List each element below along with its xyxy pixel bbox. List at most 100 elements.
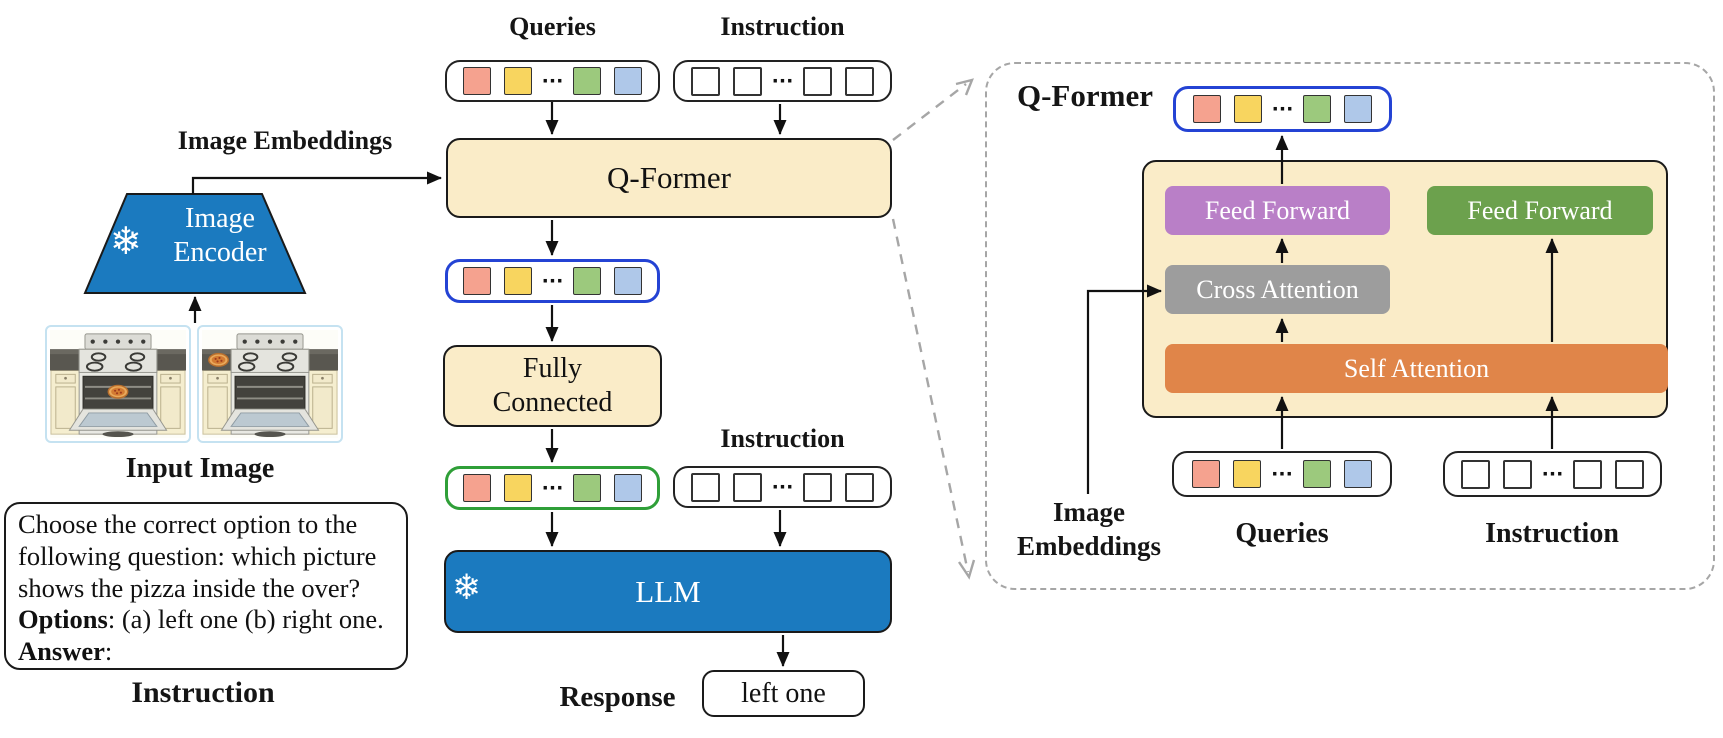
detail-queries-label: Queries: [1235, 518, 1329, 549]
frozen-snowflake-icon: ❄: [452, 568, 482, 608]
ellipsis: ···: [1271, 97, 1294, 120]
prompt-line1: Choose the correct option to the: [18, 509, 358, 539]
queries-token-row: ···: [445, 60, 660, 102]
detail-image-embeddings-line1: Image: [1053, 497, 1125, 527]
query-token: [462, 474, 491, 502]
llm-box-label: LLM: [635, 573, 701, 609]
instruction-token: [803, 472, 833, 502]
query-token: [1302, 460, 1331, 488]
detail-image-embeddings-label: Image Embeddings: [1003, 496, 1175, 564]
instruction-prompt-box: Choose the correct option to the followi…: [4, 502, 408, 670]
qformer-detail-title: Q-Former: [1017, 78, 1153, 113]
fully-connected-line1: Fully: [522, 353, 583, 385]
instruction-token: [845, 472, 875, 502]
instruction-caption: Instruction: [131, 676, 275, 709]
query-token: [1233, 95, 1262, 123]
detail-queries-token-row: ···: [1172, 451, 1392, 497]
prompt-answer-label: Answer: [18, 636, 105, 667]
dashed-zoom-line-bottom: [891, 218, 970, 573]
detail-instruction-label: Instruction: [1485, 518, 1619, 549]
feed-forward-left-box: Feed Forward: [1165, 186, 1390, 235]
instruction-token: [1573, 459, 1603, 489]
feed-forward-left-label: Feed Forward: [1204, 195, 1351, 225]
fully-connected-box: Fully Connected: [443, 345, 662, 427]
query-token: [614, 474, 643, 502]
image-encoder-trapezoid: [83, 193, 307, 294]
ellipsis: ···: [1271, 462, 1293, 485]
fully-connected-line2: Connected: [492, 387, 613, 418]
qformer-box: Q-Former: [446, 138, 892, 218]
query-token: [614, 267, 643, 295]
query-token: [1192, 460, 1221, 488]
cross-attention-label: Cross Attention: [1196, 274, 1359, 304]
query-token: [573, 67, 602, 95]
query-token: [503, 67, 532, 95]
qformer-box-label: Q-Former: [607, 160, 731, 195]
detail-image-embeddings-line2: Embeddings: [1016, 530, 1162, 561]
query-token: [1233, 460, 1262, 488]
ellipsis: ···: [541, 69, 564, 92]
dashed-zoom-line-top: [892, 83, 967, 141]
queries-label: Queries: [509, 12, 596, 41]
pizza-on-counter: [208, 352, 229, 367]
query-token: [1343, 460, 1372, 488]
query-token: [503, 267, 532, 295]
instruction-token: [690, 472, 720, 502]
ellipsis: ···: [771, 69, 794, 92]
input-image-left: [45, 325, 191, 443]
response-value: left one: [741, 677, 826, 709]
query-token: [462, 67, 491, 95]
feed-forward-right-box: Feed Forward: [1427, 186, 1653, 235]
self-attention-label: Self Attention: [1343, 353, 1490, 383]
prompt-options-text: : (a) left one (b) right one.: [107, 604, 384, 635]
instruction-label-top: Instruction: [720, 12, 845, 41]
ellipsis: ···: [541, 269, 564, 292]
instruction-token: [1502, 459, 1532, 489]
feed-forward-right-label: Feed Forward: [1467, 195, 1613, 225]
instruction-token: [1615, 459, 1645, 489]
query-token: [462, 267, 491, 295]
image-encoder-line1: Image: [185, 203, 255, 234]
dashed-zoom-arrowhead-bottom: [958, 559, 976, 580]
prompt-line3: shows the pizza inside the over?: [18, 572, 361, 603]
ellipsis: ···: [1541, 462, 1564, 485]
cross-attention-box: Cross Attention: [1165, 265, 1390, 314]
image-embeddings-label: Image Embeddings: [177, 126, 393, 155]
prompt-line2: following question: which picture: [18, 540, 377, 571]
pizza-in-oven: [107, 384, 129, 399]
query-token: [614, 67, 643, 95]
query-token: [1192, 95, 1221, 123]
input-image-right: [197, 325, 343, 443]
instruction-label-mid: Instruction: [720, 424, 845, 453]
prompt-answer-text: :: [104, 636, 113, 667]
instruction-token: [732, 472, 762, 502]
dashed-zoom-arrowhead-top: [955, 78, 974, 96]
instruction-token-row-mid: ···: [673, 466, 892, 508]
ellipsis: ···: [771, 475, 794, 498]
query-token: [573, 267, 602, 295]
query-token: [573, 474, 602, 502]
instruction-token-row-top: ···: [673, 60, 892, 102]
qformer-output-token-row: ···: [445, 259, 660, 303]
self-attention-box: Self Attention: [1165, 344, 1668, 393]
response-box: left one: [702, 670, 865, 717]
query-token: [1344, 95, 1373, 123]
frozen-snowflake-icon: ❄: [110, 219, 142, 263]
image-encoder-box: Image Encoder: [150, 202, 290, 269]
instruction-token: [690, 66, 720, 96]
query-token: [1303, 95, 1332, 123]
detail-output-token-row: ···: [1173, 86, 1392, 132]
prompt-options-label: Options: [18, 604, 108, 635]
llm-box: LLM: [444, 550, 892, 633]
instruction-token: [845, 66, 875, 96]
projected-token-row: ···: [445, 466, 660, 510]
detail-instruction-token-row: ···: [1443, 451, 1662, 497]
input-image-label: Input Image: [125, 453, 275, 484]
instruction-token: [803, 66, 833, 96]
instruction-token: [1460, 459, 1490, 489]
response-label: Response: [559, 681, 676, 713]
query-token: [503, 474, 532, 502]
instruction-token: [732, 66, 762, 96]
qformer-detail-panel: [985, 62, 1715, 590]
